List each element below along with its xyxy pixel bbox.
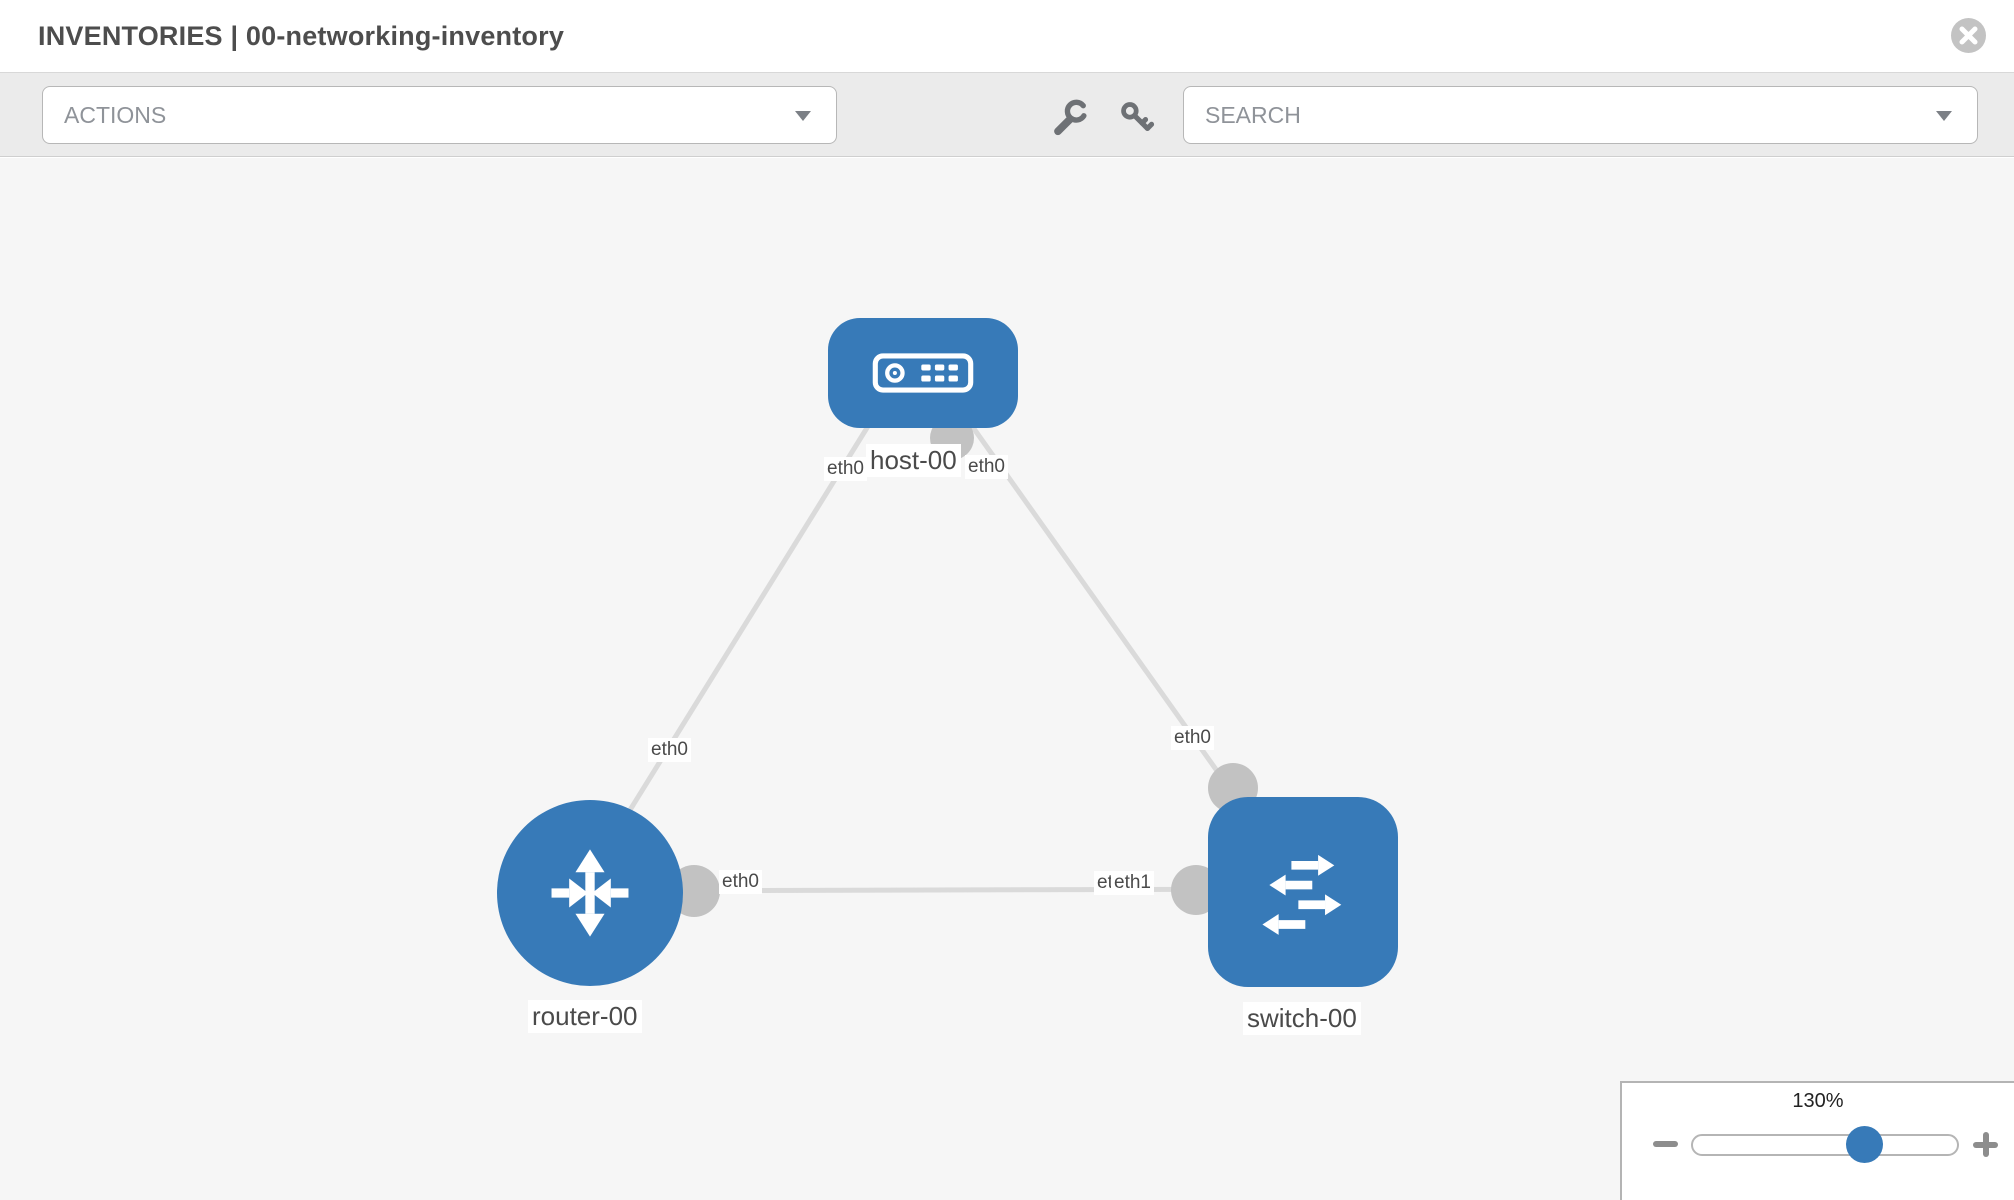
search-placeholder: SEARCH (1205, 102, 1301, 128)
actions-dropdown[interactable]: ACTIONS (42, 86, 837, 144)
link-lines (589, 416, 1301, 917)
zoom-panel: 130% (1620, 1081, 2014, 1200)
zoom-out-button[interactable] (1653, 1141, 1678, 1147)
router-arrows-icon (551, 849, 629, 937)
zoom-level: 130% (1792, 1090, 1844, 1112)
topology-canvas[interactable]: host-00 router-00 switch-00 eth0 eth0 et… (0, 158, 2014, 1200)
zoom-slider-knob[interactable] (1846, 1126, 1883, 1163)
wrench-icon[interactable] (1050, 99, 1088, 137)
iface-label-host-router-host-end: eth0 (824, 457, 867, 481)
node-host[interactable] (828, 318, 1018, 428)
close-button[interactable] (1951, 18, 1986, 53)
node-label-switch: switch-00 (1243, 1002, 1361, 1035)
zoom-slider-track[interactable] (1691, 1134, 1959, 1156)
plus-icon (1983, 1132, 1989, 1157)
actions-dropdown-label: ACTIONS (64, 102, 167, 128)
iface-label-router-switch-router-end: eth0 (719, 870, 762, 894)
switch-arrows-icon (1262, 854, 1342, 935)
server-icon (872, 353, 974, 393)
node-switch[interactable] (1208, 797, 1398, 987)
page-title: INVENTORIES | 00-networking-inventory (38, 21, 565, 51)
header: INVENTORIES | 00-networking-inventory (0, 0, 2014, 72)
node-label-router: router-00 (528, 1000, 642, 1033)
iface-label-host-router-router-end: eth0 (648, 738, 691, 762)
iface-label-router-switch-switch-end: eth1 (1111, 871, 1154, 895)
search-dropdown[interactable]: SEARCH (1183, 86, 1978, 144)
iface-label-host-switch-host-end: eth0 (965, 455, 1008, 479)
chevron-down-icon (1936, 111, 1952, 121)
close-icon (1951, 18, 1986, 53)
toolbar: ACTIONS SEARCH (0, 72, 2014, 157)
zoom-in-button[interactable] (1973, 1132, 1998, 1157)
iface-label-host-switch-switch-end: eth0 (1171, 726, 1214, 750)
node-label-host: host-00 (866, 444, 961, 477)
node-router[interactable] (497, 800, 683, 986)
key-icon[interactable] (1118, 99, 1156, 137)
chevron-down-icon (795, 111, 811, 121)
